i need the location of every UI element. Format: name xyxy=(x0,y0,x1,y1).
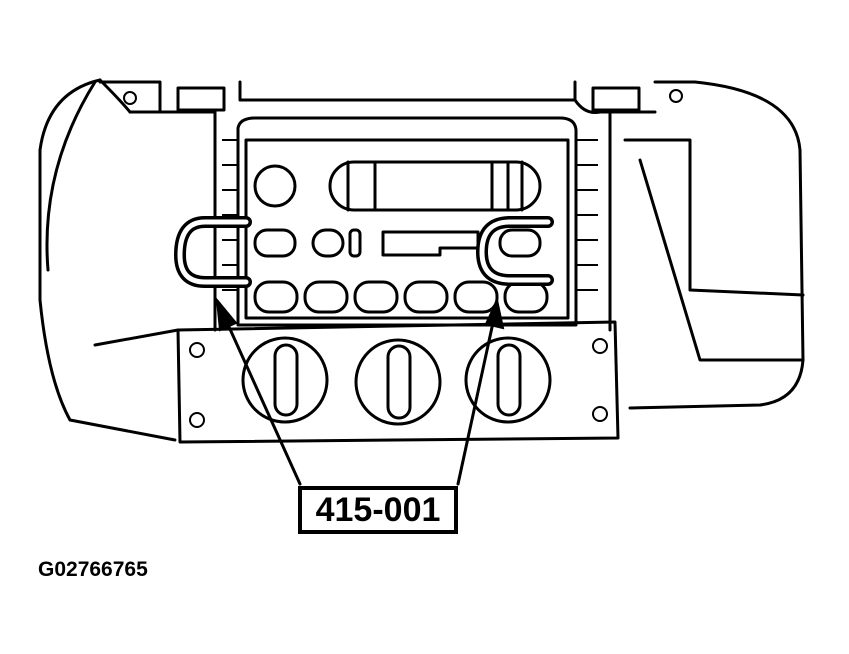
climate-control-panel xyxy=(176,320,620,444)
radio-bezel xyxy=(222,116,598,327)
radio-removal-tool-left xyxy=(173,216,252,288)
tool-callout-label: 415-001 xyxy=(298,486,458,534)
dashboard-outline xyxy=(38,78,805,442)
leader-arrow-left xyxy=(215,296,302,486)
radio-controls xyxy=(253,160,549,314)
radio-removal-tool-right xyxy=(475,216,554,286)
top-mounting-tabs xyxy=(123,86,683,112)
figure-id-label: G02766765 xyxy=(38,558,148,581)
leader-arrow-right xyxy=(456,296,505,486)
